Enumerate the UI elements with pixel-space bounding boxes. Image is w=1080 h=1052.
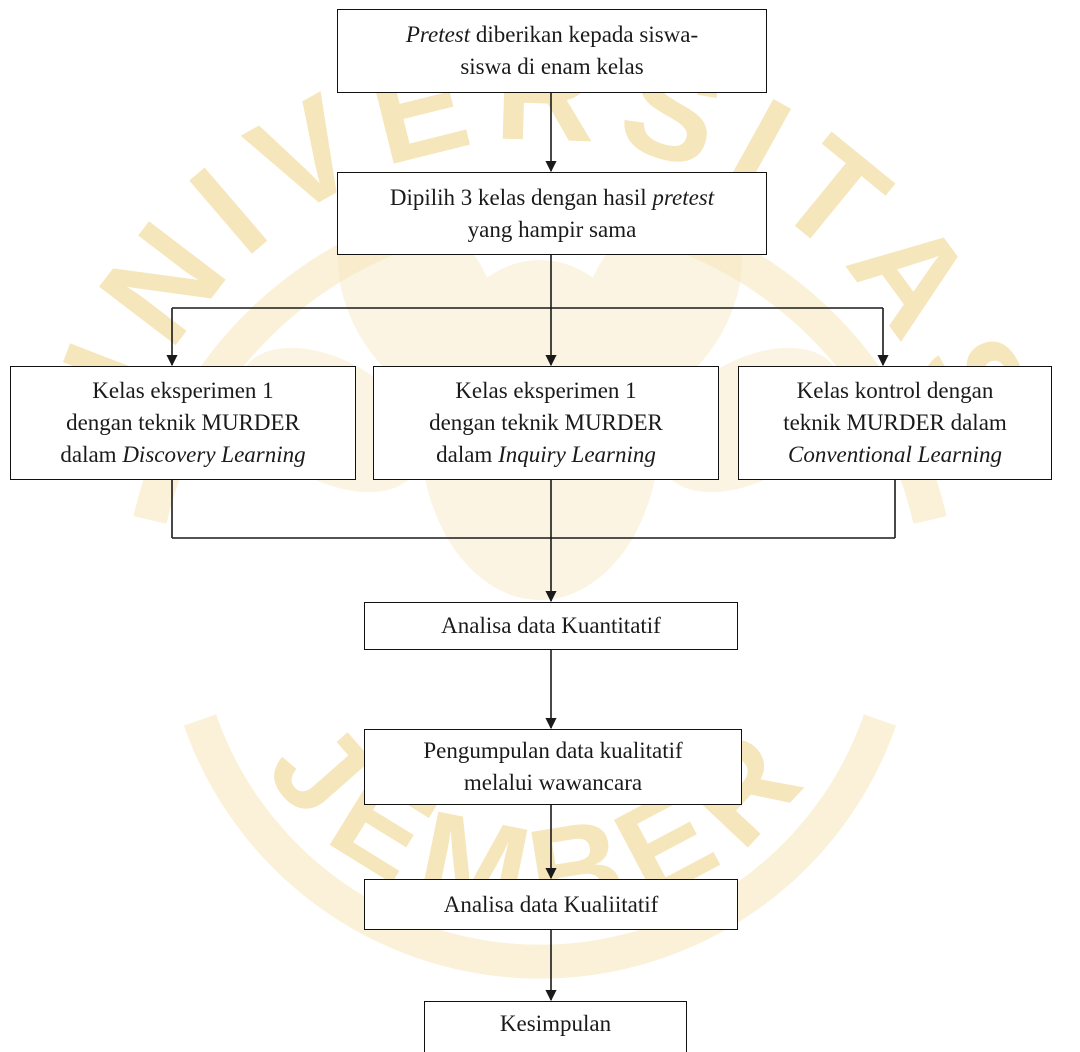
node-select-classes: Dipilih 3 kelas dengan hasil pretest yan… <box>337 172 767 255</box>
select-line1-plain: Dipilih 3 kelas dengan hasil <box>389 184 653 210</box>
node-quantitative-analysis: Analisa data Kuantitatif <box>364 602 738 650</box>
node-experiment-discovery: Kelas eksperimen 1 dengan teknik MURDER … <box>10 366 356 480</box>
conclusion-label: Kesimpulan <box>499 1011 612 1036</box>
quant-label: Analisa data Kuantitatif <box>441 613 661 639</box>
collect-line2: melalui wawancara <box>463 770 643 795</box>
exp2-line2: dengan teknik MURDER <box>429 410 663 436</box>
exp1-line3-italic: Discovery Learning <box>122 441 306 467</box>
control-line3-italic: Conventional Learning <box>787 441 1003 467</box>
exp1-line3-plain: dalam <box>60 441 123 467</box>
select-line2: yang hampir sama <box>467 216 637 242</box>
exp2-line1: Kelas eksperimen 1 <box>455 378 637 404</box>
node-experiment-inquiry: Kelas eksperimen 1 dengan teknik MURDER … <box>373 366 719 480</box>
exp2-line3-plain: dalam <box>436 441 499 467</box>
control-line2: teknik MURDER dalam <box>783 410 1007 436</box>
exp2-line3-italic: Inquiry Learning <box>498 441 656 467</box>
pretest-line1-rest: diberikan kepada siswa- <box>470 22 699 48</box>
collect-line1: Pengumpulan data kualitatif <box>423 738 683 764</box>
node-pretest: Pretest diberikan kepada siswa- siswa di… <box>337 9 767 93</box>
control-line1: Kelas kontrol dengan <box>796 378 994 404</box>
node-conclusion: Kesimpulan <box>424 1001 687 1052</box>
qual-label: Analisa data Kualiitatif <box>443 891 659 917</box>
node-qualitative-analysis: Analisa data Kualiitatif <box>364 879 738 930</box>
node-qualitative-collection: Pengumpulan data kualitatif melalui wawa… <box>364 729 742 805</box>
node-control-conventional: Kelas kontrol dengan teknik MURDER dalam… <box>738 366 1052 480</box>
pretest-line2: siswa di enam kelas <box>460 54 644 79</box>
select-italic-word: pretest <box>652 184 715 210</box>
exp1-line2: dengan teknik MURDER <box>66 410 300 436</box>
pretest-italic-word: Pretest <box>405 22 471 48</box>
exp1-line1: Kelas eksperimen 1 <box>92 378 274 404</box>
